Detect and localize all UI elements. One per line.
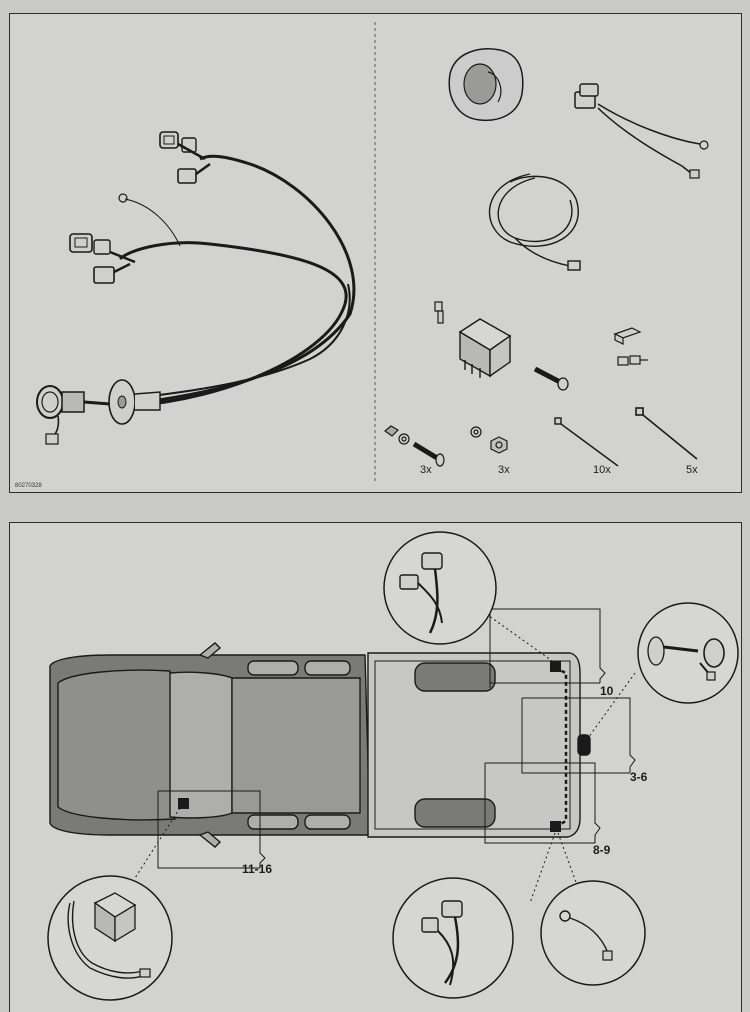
cable-tie-large-icon xyxy=(635,407,698,460)
parts-illustration: 80270328 xyxy=(15,22,709,489)
relay-icon xyxy=(458,318,512,378)
detail-relay xyxy=(47,875,173,1001)
socket-cover-icon xyxy=(448,48,524,122)
cable-tie-small-quantity: 10x xyxy=(593,464,611,476)
nut-icon xyxy=(470,426,508,454)
callout-lines xyxy=(157,608,636,869)
bolt-set-icon xyxy=(384,425,445,467)
detail-leaders xyxy=(134,607,636,904)
detail-connector-rear-left xyxy=(383,531,497,645)
callout-front: 11-16 xyxy=(242,862,272,876)
callout-rear-left: 10 xyxy=(600,684,614,698)
bolt-icon xyxy=(533,366,569,391)
wiring-harness-icon xyxy=(36,131,356,445)
callout-rear-right: 8-9 xyxy=(593,843,611,857)
connector-block-icon xyxy=(613,327,648,366)
earth-cable-icon xyxy=(488,173,581,271)
detail-connector-rear-right xyxy=(392,877,514,999)
doc-code: 80270328 xyxy=(15,483,42,489)
connector-lead-icon xyxy=(574,83,709,179)
detail-socket xyxy=(637,602,739,704)
vehicle-top-view xyxy=(49,642,591,848)
mount-point-rear-right xyxy=(550,821,561,832)
mount-point-relay xyxy=(178,798,189,809)
bolt-quantity: 3x xyxy=(420,464,432,476)
nut-quantity: 3x xyxy=(498,464,510,476)
callout-socket: 3-6 xyxy=(630,770,648,784)
installation-illustration: 10 3-6 8-9 11-16 xyxy=(47,531,739,1001)
cable-tie-small-icon xyxy=(554,417,619,467)
installation-panel: 10 3-6 8-9 11-16 xyxy=(9,522,742,1012)
mount-point-rear-left xyxy=(550,661,561,672)
cable-tie-large-quantity: 5x xyxy=(686,464,698,476)
harness-route xyxy=(554,666,568,829)
detail-earth-ring xyxy=(540,880,646,986)
parts-panel: 80270328 xyxy=(9,13,742,493)
connector-clip-icon xyxy=(434,301,444,324)
